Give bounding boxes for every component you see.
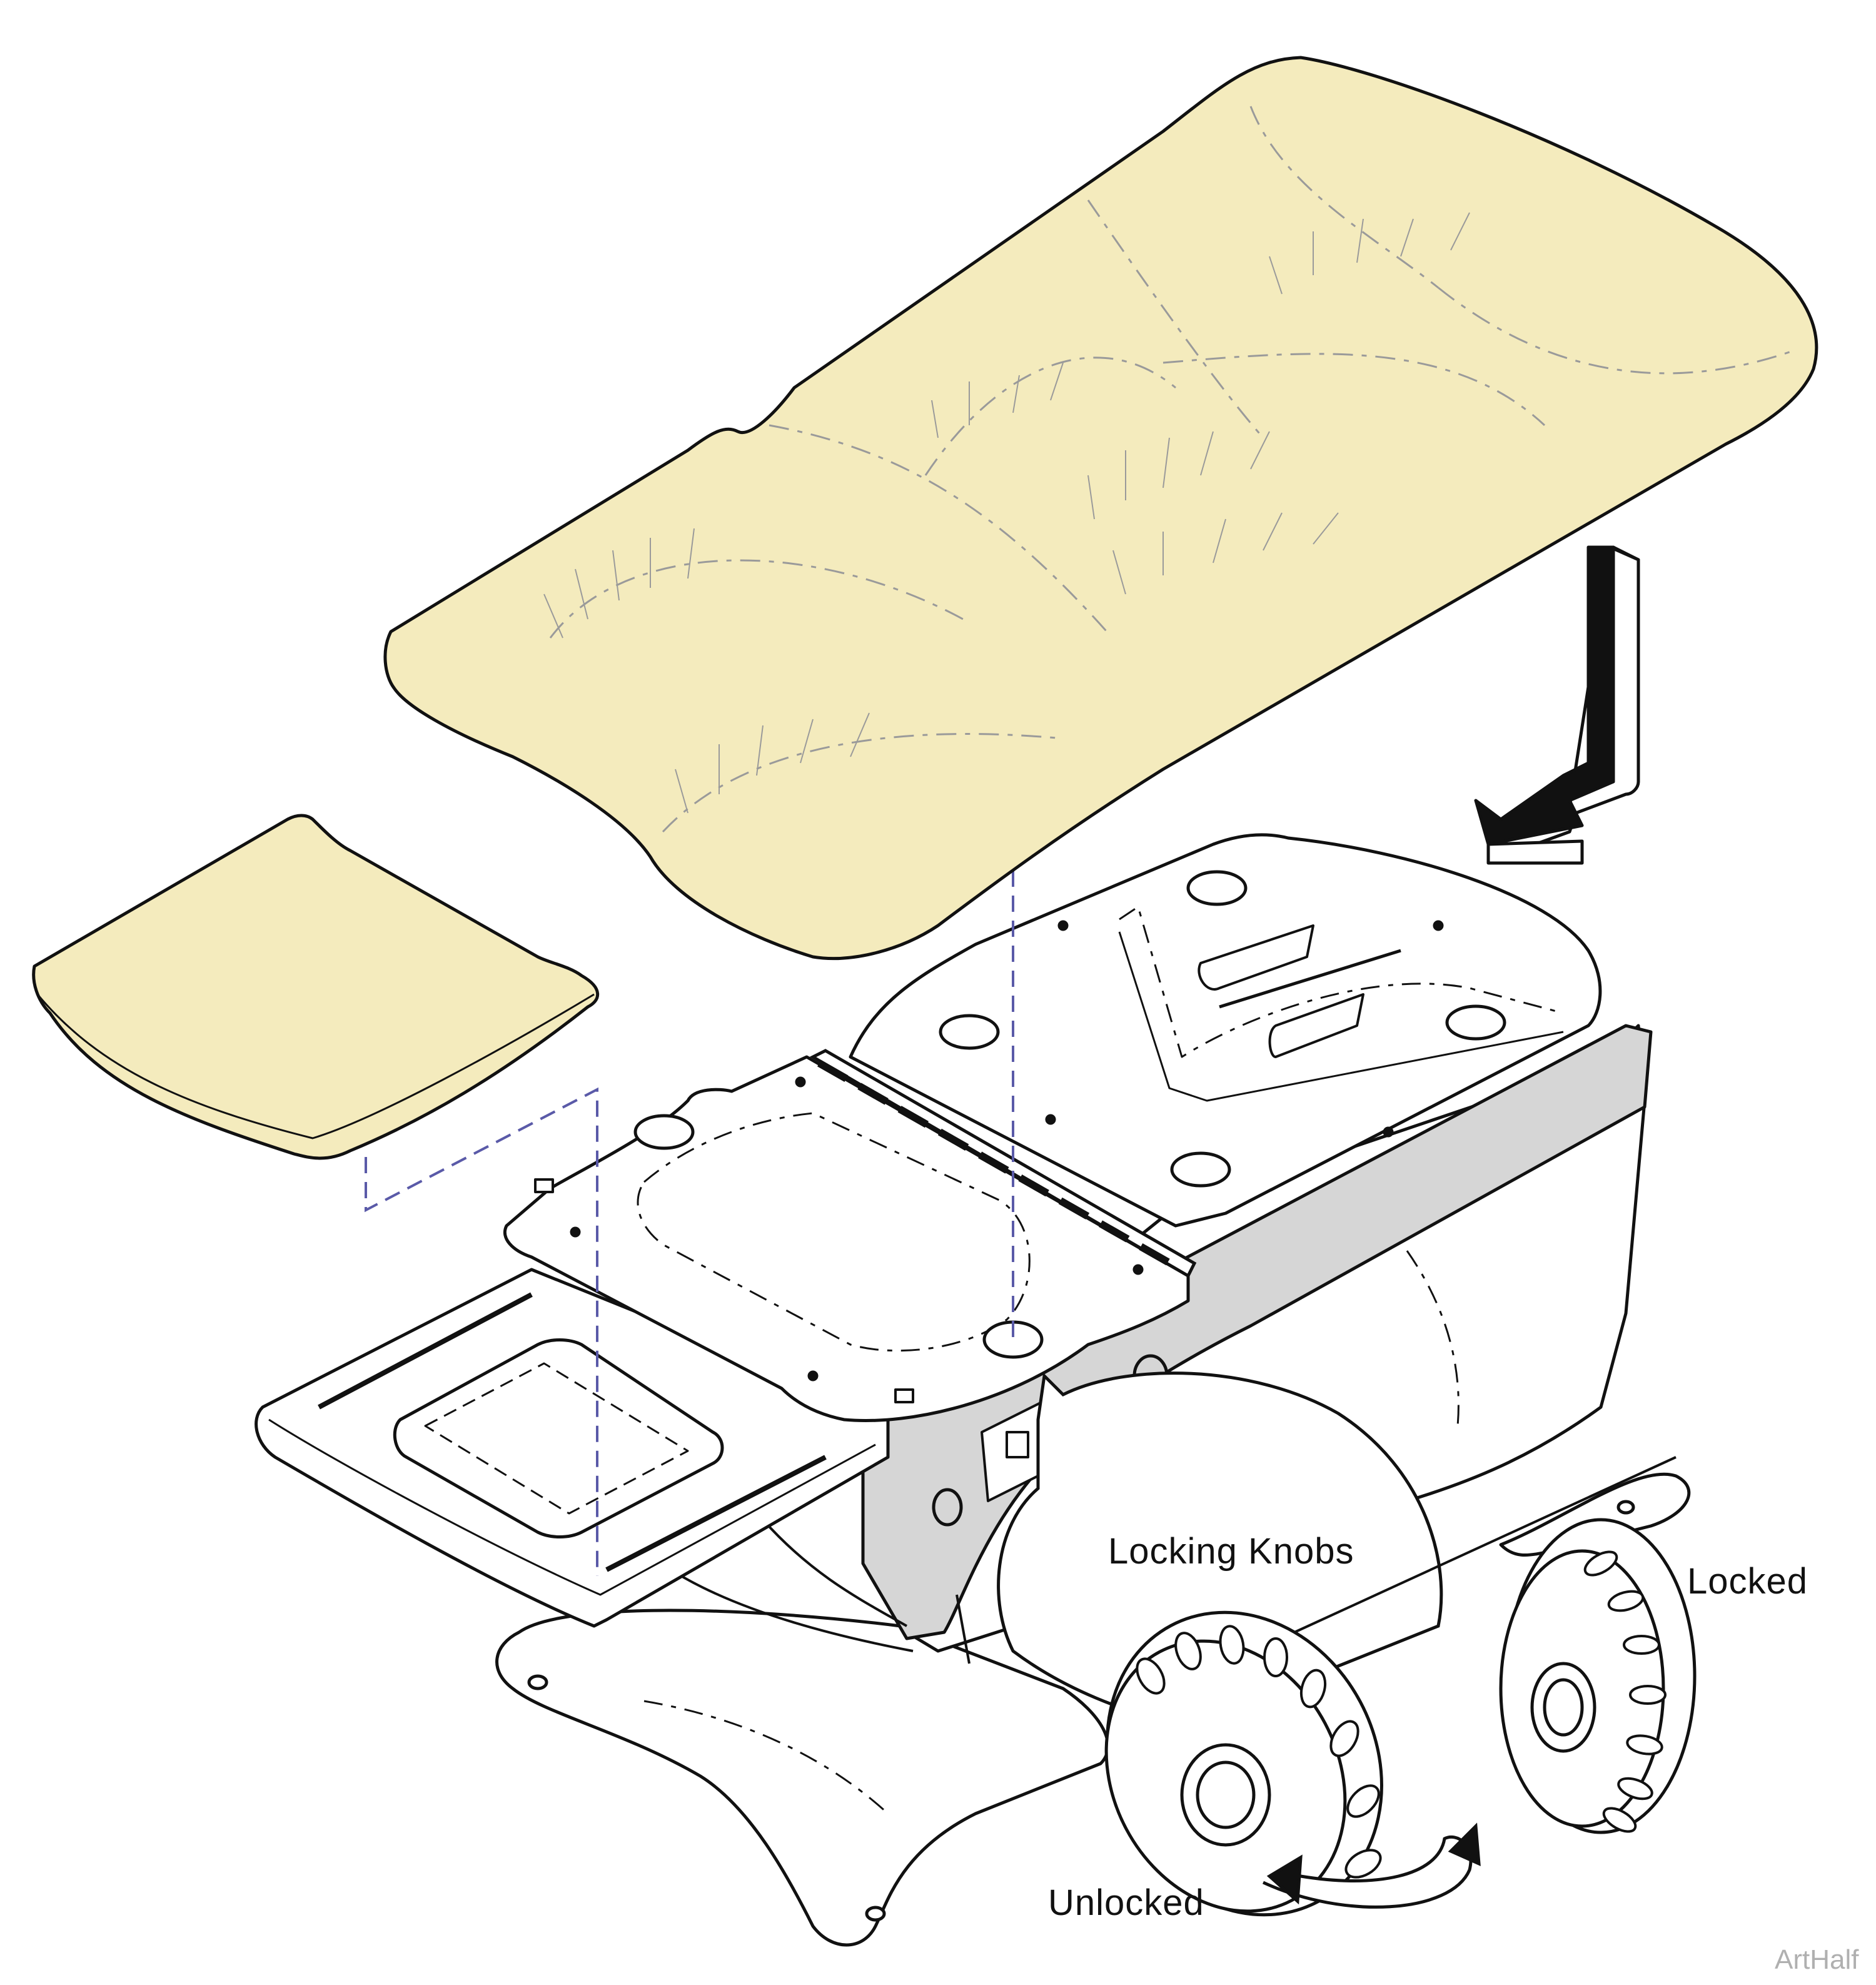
locking-knob-locked: [1499, 1518, 1697, 1834]
foot-cushion: [32, 814, 600, 1160]
unlocked-label: Unlocked: [1048, 1882, 1204, 1923]
hinge: [809, 1049, 1197, 1278]
locking-knobs-label: Locking Knobs: [1108, 1531, 1354, 1572]
artist-credit: ArtHalf: [1775, 1944, 1859, 1975]
locking-knob-unlocked: [1104, 1456, 1677, 1917]
main-seat-cushion: [383, 56, 1818, 960]
locked-label: Locked: [1687, 1561, 1808, 1602]
rotation-arrow: [1262, 1822, 1481, 1909]
seat-frame-back: [849, 833, 1602, 1228]
alignment-guides: [365, 871, 1014, 1576]
install-arrow: [1474, 545, 1640, 865]
base: [495, 1472, 1691, 1947]
callout-bubble: [997, 1371, 1443, 1728]
